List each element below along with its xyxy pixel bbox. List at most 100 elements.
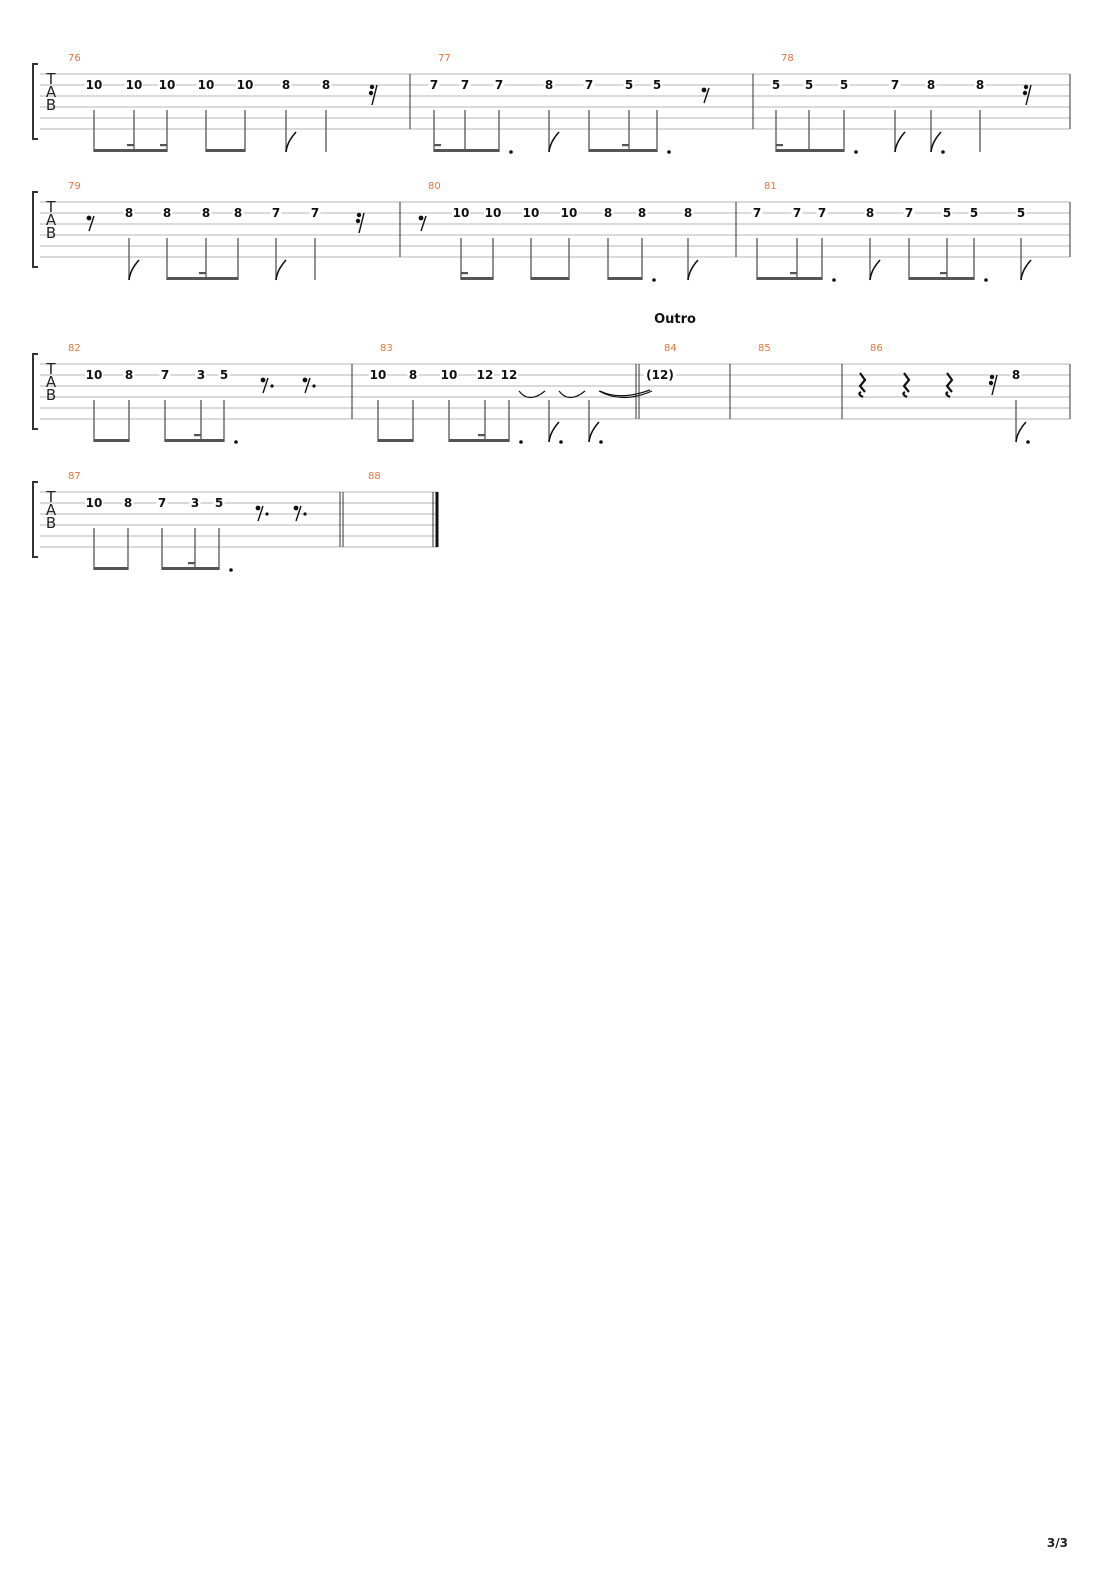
tie-arc — [558, 390, 586, 399]
note-flag — [275, 259, 287, 281]
fret-bg — [452, 208, 470, 220]
rest-stem — [371, 84, 378, 106]
note-flag — [930, 131, 942, 153]
secondary-beam — [127, 144, 134, 147]
fret-number: 10 — [523, 206, 540, 220]
beam — [776, 149, 844, 152]
secondary-beam — [434, 144, 441, 147]
fret-bg — [309, 208, 321, 220]
fret-number: 10 — [198, 78, 215, 92]
secondary-beam — [199, 272, 206, 275]
measure-number: 87 — [68, 471, 81, 482]
fret-number: 7 — [430, 78, 438, 92]
secondary-beam — [940, 272, 947, 275]
fret-number: 8 — [684, 206, 692, 220]
fret-number: 10 — [86, 368, 103, 382]
fret-number: 3 — [191, 496, 199, 510]
measure-number: 83 — [380, 343, 393, 354]
fret-number: 8 — [866, 206, 874, 220]
secondary-beam — [622, 144, 629, 147]
secondary-beam — [194, 434, 201, 437]
fret-number: 8 — [282, 78, 290, 92]
measure-number: 80 — [428, 181, 441, 192]
measure: 85 — [758, 343, 843, 419]
fret-bg — [232, 208, 244, 220]
fret-bg — [159, 370, 171, 382]
rest-dot — [260, 377, 266, 383]
fret-number: 5 — [215, 496, 223, 510]
fret-number: 5 — [220, 368, 228, 382]
rest-stem — [991, 374, 998, 396]
beam — [449, 439, 509, 442]
system-bracket — [32, 353, 38, 430]
fret-number: 12 — [477, 368, 494, 382]
tab-clef-letter: A — [46, 211, 57, 229]
measure: 84(12) — [638, 343, 731, 419]
fret-number: 5 — [625, 78, 633, 92]
rest-stem — [358, 212, 365, 234]
fret-bg — [682, 208, 694, 220]
fret-bg — [189, 498, 201, 510]
fret-bg — [864, 208, 876, 220]
fret-bg — [161, 208, 173, 220]
measure-number: 86 — [870, 343, 883, 354]
fret-bg — [197, 80, 215, 92]
augmentation-dot — [519, 440, 523, 444]
fret-number: 8 — [638, 206, 646, 220]
quarter-rest-glyph — [945, 372, 954, 398]
fret-number: 10 — [86, 78, 103, 92]
tab-clef-letter: T — [45, 488, 56, 506]
rest-dot — [368, 90, 374, 96]
fret-number: 5 — [653, 78, 661, 92]
note-flag — [894, 131, 906, 153]
fret-number: 7 — [905, 206, 913, 220]
beam — [167, 277, 238, 280]
augmentation-dot — [509, 150, 513, 154]
rest-dot — [701, 87, 707, 93]
note-flag — [128, 259, 140, 281]
note-flag — [588, 421, 600, 443]
page-number: 3/3 — [1046, 1536, 1068, 1550]
fret-bg — [583, 80, 595, 92]
beam — [461, 277, 493, 280]
augmentation-dot — [599, 440, 603, 444]
fret-number: 7 — [461, 78, 469, 92]
fret-bg — [968, 208, 980, 220]
rest-dot — [302, 377, 308, 383]
fret-number: 5 — [970, 206, 978, 220]
fret-bg — [791, 208, 803, 220]
fret-bg — [85, 498, 103, 510]
rest-dot — [355, 218, 361, 224]
measure-number: 79 — [68, 181, 81, 192]
fret-bg — [320, 80, 332, 92]
measure-number: 78 — [781, 53, 794, 64]
note-flag — [687, 259, 699, 281]
rest-dot — [1023, 84, 1029, 90]
rest-dot — [255, 505, 261, 511]
augmentation-dot — [559, 440, 563, 444]
tie-arc — [518, 390, 546, 399]
fret-number: 8 — [202, 206, 210, 220]
fret-bg — [122, 498, 134, 510]
fret-number: 7 — [161, 368, 169, 382]
fret-bg — [123, 370, 135, 382]
fret-number: 10 — [237, 78, 254, 92]
tab-clef-letter: A — [46, 501, 57, 519]
fret-bg — [125, 80, 143, 92]
rest-dot — [1022, 90, 1028, 96]
fret-bg — [407, 370, 419, 382]
fret-bg — [459, 80, 471, 92]
fret-bg — [903, 208, 915, 220]
fret-bg — [644, 370, 676, 382]
fret-bg — [941, 208, 953, 220]
fret-bg — [440, 370, 458, 382]
system-bracket — [32, 63, 38, 140]
fret-number: 10 — [561, 206, 578, 220]
beam — [94, 149, 167, 152]
